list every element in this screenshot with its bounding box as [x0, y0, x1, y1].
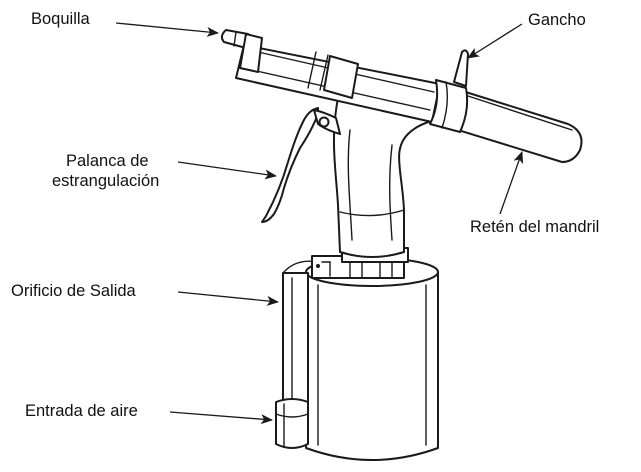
label-hook: Gancho	[528, 11, 586, 29]
label-air-inlet: Entrada de aire	[25, 402, 138, 420]
nozzle	[220, 29, 263, 73]
nozzle-leader	[115, 22, 219, 37]
hook-leader	[467, 23, 523, 59]
throttle-lever	[261, 107, 341, 223]
main-body	[235, 44, 441, 123]
collar	[429, 79, 469, 133]
mandrel-retainer	[431, 83, 583, 163]
air-cylinder	[305, 257, 439, 461]
hook	[453, 49, 469, 87]
outlet-leader	[177, 291, 279, 306]
label-mandrel-retainer: Retén del mandril	[470, 218, 600, 236]
grip-handle	[332, 95, 453, 258]
air-inlet-fitting	[275, 398, 309, 449]
label-throttle-line1: Palanca de	[66, 152, 149, 170]
leader-lines	[115, 22, 524, 425]
label-throttle-line2: estrangulación	[52, 172, 160, 190]
rivet-tool-drawing	[220, 29, 583, 461]
mandrel-retainer-leader	[499, 151, 524, 215]
throttle-leader	[177, 161, 277, 180]
label-outlet: Orificio de Salida	[11, 282, 136, 300]
label-nozzle: Boquilla	[31, 10, 90, 28]
air-inlet-leader	[169, 411, 273, 425]
